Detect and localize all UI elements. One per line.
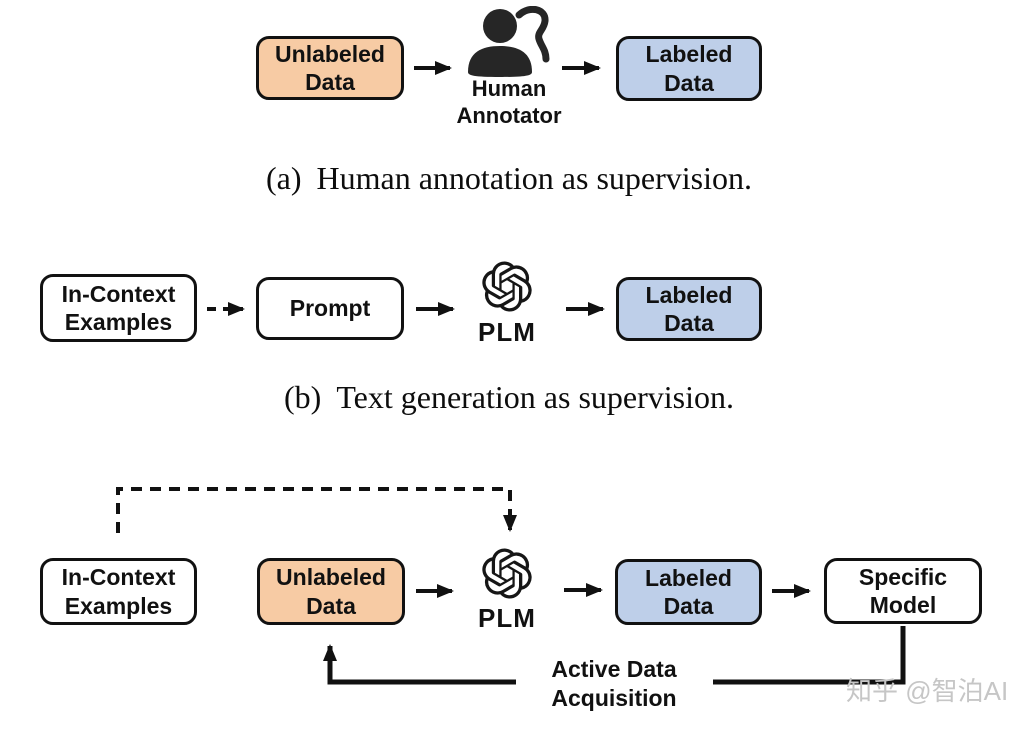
node-c-specific-model: Specific Model	[824, 558, 982, 624]
feedback-line-specific-down	[713, 626, 906, 685]
node-b-in-context-examples: In-Context Examples	[40, 274, 197, 342]
human-annotator-label: Human Annotator	[456, 76, 562, 129]
openai-logo-icon	[482, 261, 532, 312]
active-data-acquisition-label: Active Data Acquisition	[551, 656, 677, 712]
plm-label-c: PLM	[478, 603, 536, 633]
node-b-prompt: Prompt	[256, 277, 404, 340]
openai-logo-icon	[482, 548, 532, 599]
caption-b-index: (b)	[284, 379, 322, 415]
zhihu-watermark: 知乎 @智泊AI	[846, 676, 1009, 706]
human-annotator-icon	[468, 6, 550, 77]
node-a-unlabeled-data: Unlabeled Data	[256, 36, 404, 100]
plm-label-b: PLM	[478, 317, 536, 347]
caption-b: (b) Text generation as supervision.	[0, 379, 1018, 416]
node-c-unlabeled-data: Unlabeled Data	[257, 558, 405, 625]
caption-a-index: (a)	[266, 160, 302, 196]
node-c-in-context-examples: In-Context Examples	[40, 558, 197, 625]
caption-a-text: Human annotation as supervision.	[316, 160, 752, 196]
node-c-labeled-data: Labeled Data	[615, 559, 762, 625]
node-b-labeled-data: Labeled Data	[616, 277, 762, 341]
feedback-arrow-into-unlabeled	[323, 644, 516, 685]
caption-b-text: Text generation as supervision.	[336, 379, 734, 415]
dashed-arrow-c-incontext-to-plm	[116, 487, 517, 533]
node-a-labeled-data: Labeled Data	[616, 36, 762, 101]
caption-a: (a) Human annotation as supervision.	[0, 160, 1018, 197]
